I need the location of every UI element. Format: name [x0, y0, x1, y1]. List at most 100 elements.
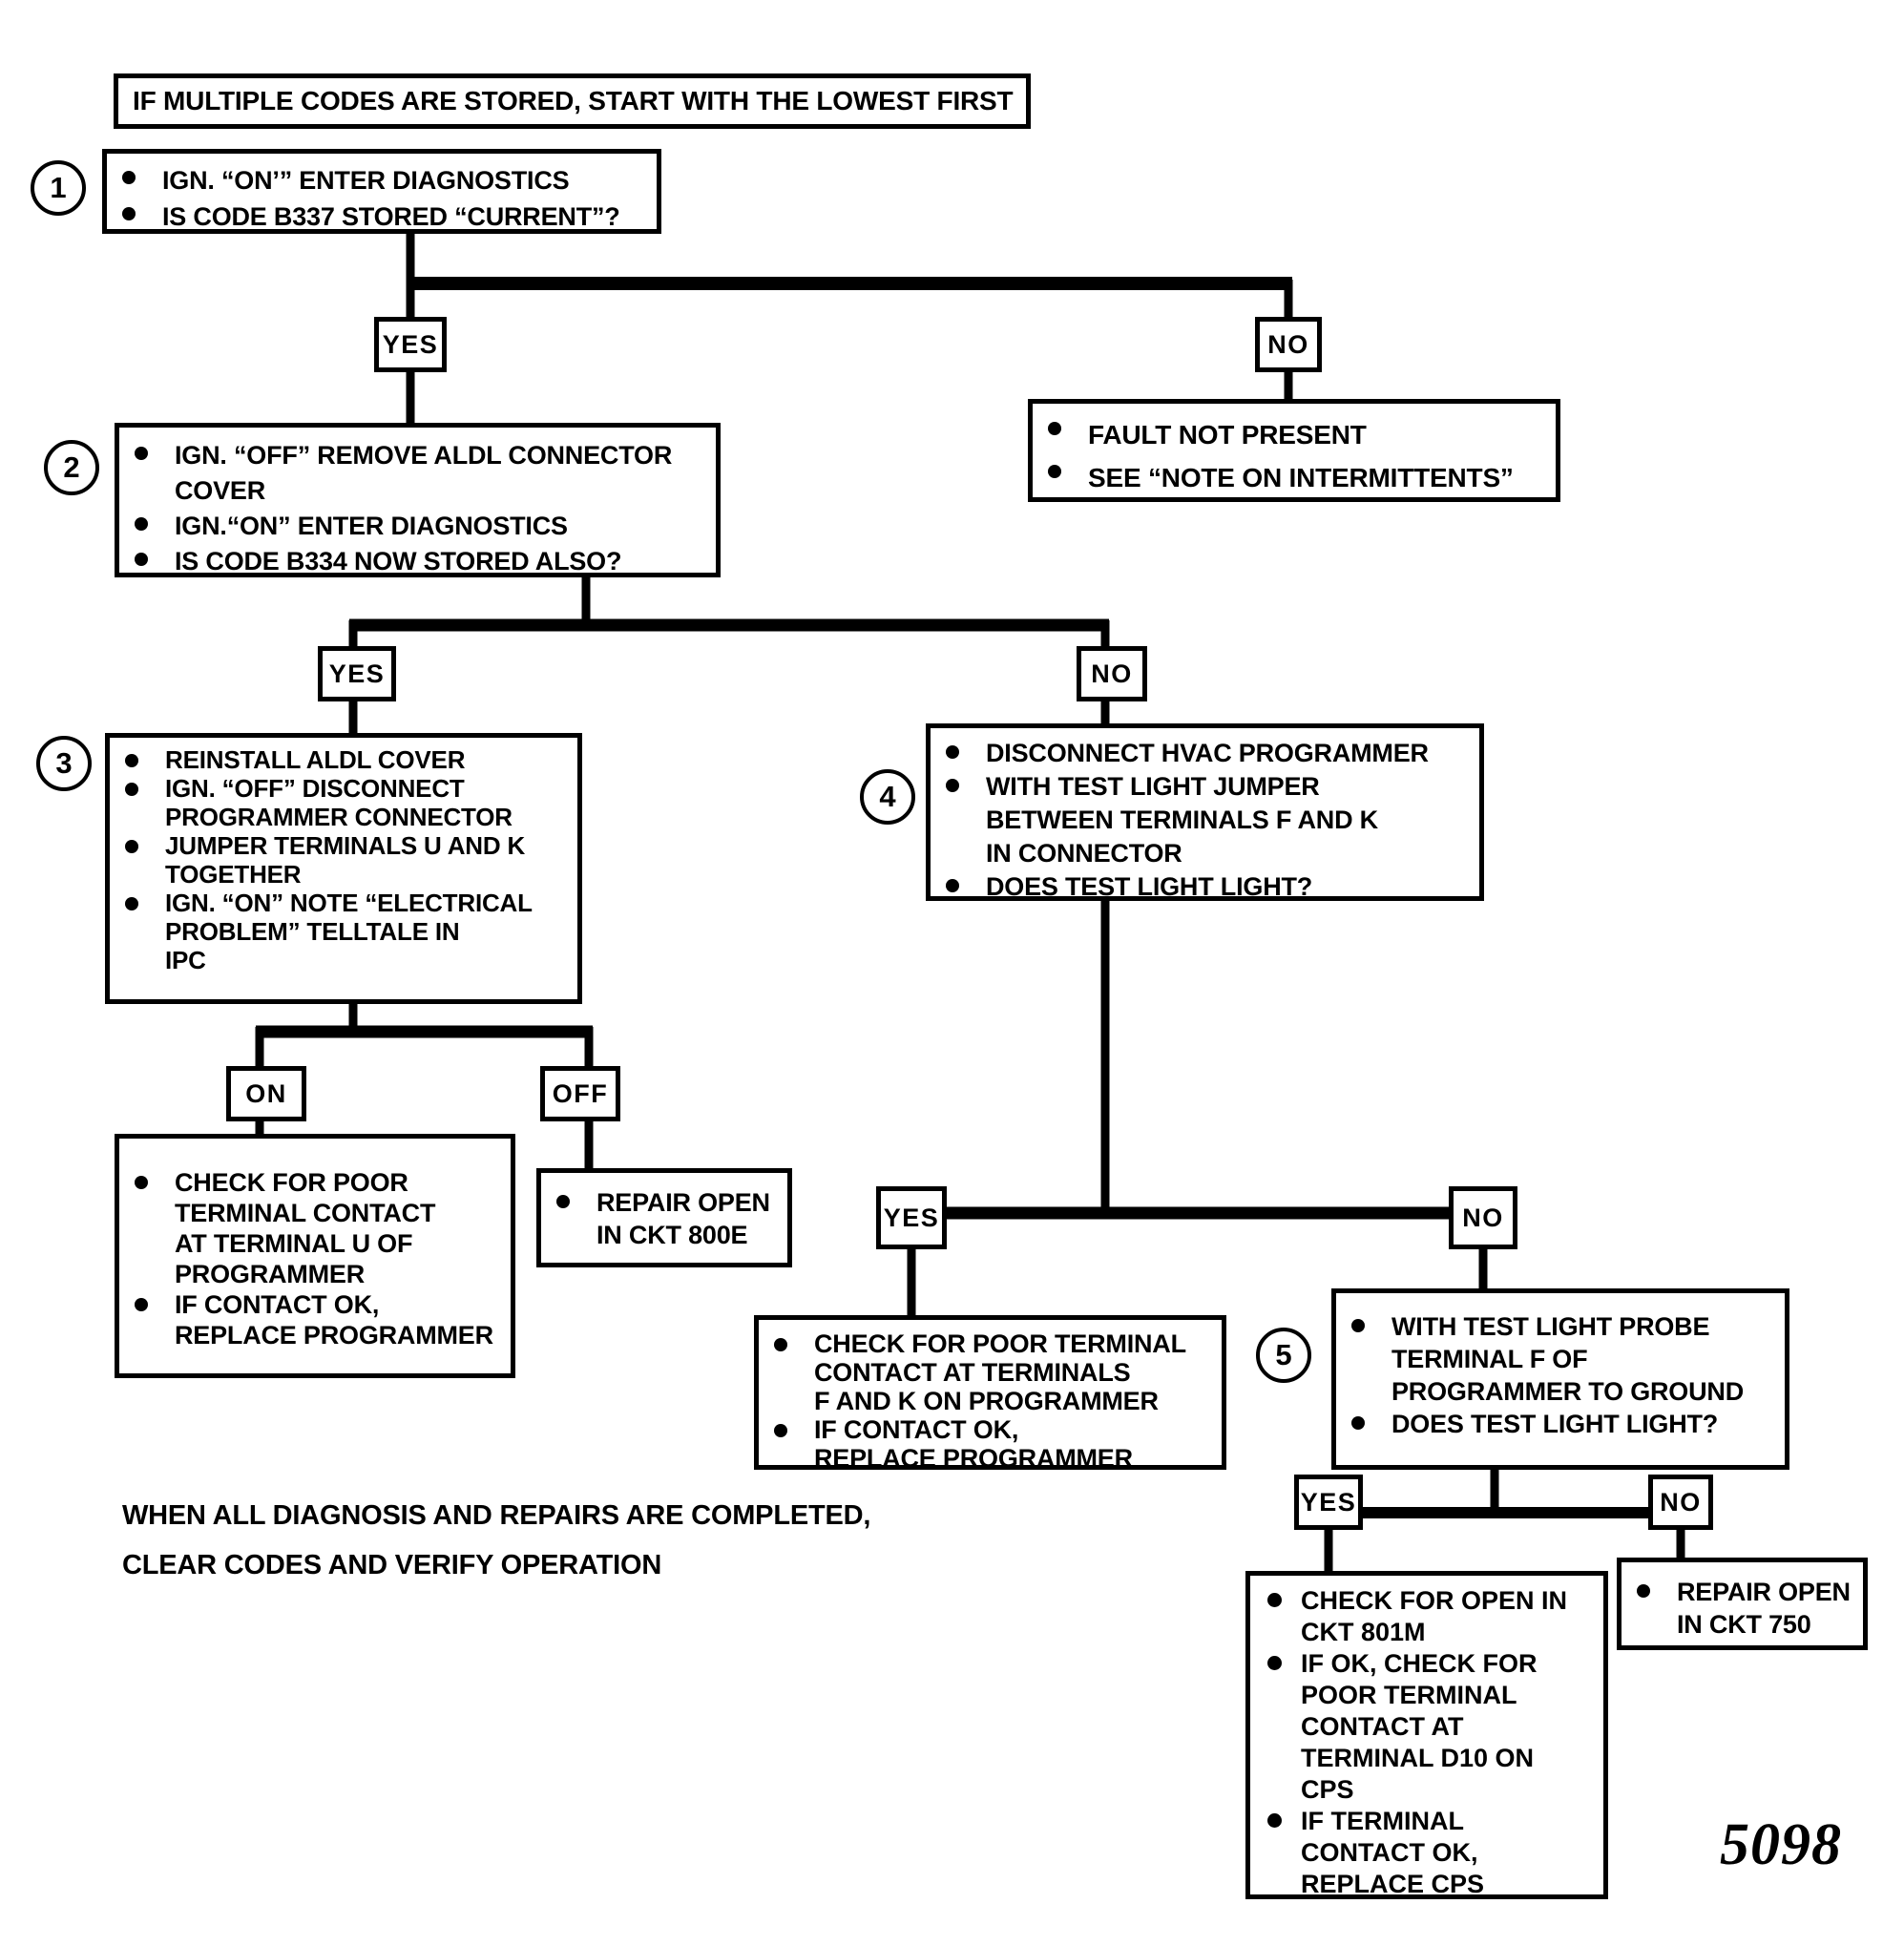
bullet-icon	[1637, 1584, 1650, 1598]
bullet-item: IGN.“ON” ENTER DIAGNOSTICS	[119, 509, 716, 544]
bullet-text: IGN. “OFF” REMOVE ALDL CONNECTOR COVER	[175, 441, 673, 505]
branch-label-no-4: NO	[1449, 1186, 1517, 1249]
bullet-text: IF TERMINAL CONTACT OK, REPLACE CPS	[1301, 1807, 1485, 1898]
bullet-text: SEE “NOTE ON INTERMITTENTS”	[1088, 463, 1514, 492]
bullet-item: IGN. “OFF” DISCONNECT PROGRAMMER CONNECT…	[110, 774, 577, 831]
bullet-text: CHECK FOR POOR TERMINAL CONTACT AT TERMI…	[814, 1329, 1186, 1415]
bullet-text: IF CONTACT OK, REPLACE PROGRAMMER	[175, 1290, 493, 1350]
bullet-text: DISCONNECT HVAC PROGRAMMER	[986, 739, 1429, 767]
branch-label-yes-1: YES	[374, 317, 447, 372]
bullet-item: DISCONNECT HVAC PROGRAMMER	[931, 737, 1479, 770]
bullet-text: IS CODE B337 STORED “CURRENT”?	[162, 202, 620, 231]
bullet-icon	[1351, 1416, 1365, 1430]
bullet-item: DOES TEST LIGHT LIGHT?	[931, 870, 1479, 904]
bullet-item: WITH TEST LIGHT JUMPER BETWEEN TERMINALS…	[931, 770, 1479, 870]
step-4-number-badge: 4	[860, 769, 915, 825]
bullet-item: CHECK FOR POOR TERMINAL CONTACT AT TERMI…	[759, 1329, 1222, 1415]
step-4-box: DISCONNECT HVAC PROGRAMMER WITH TEST LIG…	[926, 723, 1484, 901]
step-5-box: WITH TEST LIGHT PROBE TERMINAL F OF PROG…	[1331, 1288, 1789, 1470]
bullet-text: IF CONTACT OK, REPLACE PROGRAMMER	[814, 1415, 1133, 1473]
branch-label-no-1: NO	[1255, 317, 1322, 372]
bullet-item: IF CONTACT OK, REPLACE PROGRAMMER	[759, 1415, 1222, 1473]
bullet-item: CHECK FOR POOR TERMINAL CONTACT AT TERMI…	[119, 1167, 511, 1289]
figure-number: 5098	[1720, 1812, 1842, 1877]
step-1-number-badge: 1	[31, 160, 86, 216]
bullet-item: REINSTALL ALDL COVER	[110, 745, 577, 774]
step-5-number-badge: 5	[1256, 1328, 1311, 1383]
bullet-icon	[125, 840, 138, 853]
bullet-icon	[946, 779, 959, 792]
bullet-item: DOES TEST LIGHT LIGHT?	[1336, 1408, 1785, 1440]
bullet-item: IF TERMINAL CONTACT OK, REPLACE CPS	[1250, 1806, 1603, 1900]
bullet-icon	[1267, 1813, 1282, 1828]
branch-label-no-5: NO	[1648, 1475, 1713, 1530]
bullet-icon	[135, 553, 148, 566]
bullet-icon	[125, 783, 138, 796]
bullet-item: IGN. “OFF” REMOVE ALDL CONNECTOR COVER	[119, 438, 716, 509]
bullet-icon	[1048, 422, 1061, 435]
bullet-icon	[135, 1176, 148, 1189]
bullet-icon	[135, 1298, 148, 1311]
bullet-icon	[556, 1195, 570, 1208]
bullet-item: CHECK FOR OPEN IN CKT 801M	[1250, 1585, 1603, 1648]
bullet-icon	[946, 879, 959, 892]
bullet-icon	[125, 754, 138, 767]
bullet-icon	[122, 171, 136, 184]
branch-label-yes-5: YES	[1294, 1475, 1363, 1530]
bullet-text: IGN. “OFF” DISCONNECT PROGRAMMER CONNECT…	[165, 774, 513, 831]
completion-note: WHEN ALL DIAGNOSIS AND REPAIRS ARE COMPL…	[122, 1500, 871, 1580]
bullet-icon	[1048, 465, 1061, 478]
bullet-item: FAULT NOT PRESENT	[1033, 413, 1556, 456]
bullet-item: IS CODE B334 NOW STORED ALSO?	[119, 544, 716, 579]
bullet-icon	[946, 745, 959, 759]
bullet-item: WITH TEST LIGHT PROBE TERMINAL F OF PROG…	[1336, 1310, 1785, 1408]
bullet-icon	[774, 1338, 787, 1351]
bullet-text: WITH TEST LIGHT PROBE TERMINAL F OF PROG…	[1391, 1312, 1745, 1406]
bullet-item: JUMPER TERMINALS U AND K TOGETHER	[110, 831, 577, 889]
branch-label-off: OFF	[540, 1066, 620, 1121]
start-note-box: IF MULTIPLE CODES ARE STORED, START WITH…	[114, 73, 1031, 129]
bullet-icon	[135, 517, 148, 531]
bullet-item: REPAIR OPEN IN CKT 800E	[541, 1186, 787, 1251]
step-2-number-badge: 2	[44, 440, 99, 495]
bullet-text: REPAIR OPEN IN CKT 750	[1677, 1578, 1851, 1639]
bullet-item: SEE “NOTE ON INTERMITTENTS”	[1033, 456, 1556, 499]
bullet-text: JUMPER TERMINALS U AND K TOGETHER	[165, 831, 526, 889]
bullet-text: REPAIR OPEN IN CKT 800E	[596, 1188, 770, 1249]
bullet-icon	[135, 447, 148, 460]
bullet-text: IS CODE B334 NOW STORED ALSO?	[175, 547, 622, 575]
bullet-item: REPAIR OPEN IN CKT 750	[1622, 1576, 1863, 1641]
bullet-icon	[774, 1424, 787, 1437]
branch-label-no-2: NO	[1077, 646, 1147, 701]
branch-label-yes-4: YES	[876, 1186, 947, 1249]
bullet-icon	[122, 207, 136, 220]
bullet-text: IGN. “ON’” ENTER DIAGNOSTICS	[162, 166, 570, 195]
step-3-box: REINSTALL ALDL COVER IGN. “OFF” DISCONNE…	[105, 733, 582, 1004]
bullet-text: CHECK FOR POOR TERMINAL CONTACT AT TERMI…	[175, 1168, 436, 1288]
bullet-item: IF OK, CHECK FOR POOR TERMINAL CONTACT A…	[1250, 1648, 1603, 1806]
check-ckt-801m-cps-box: CHECK FOR OPEN IN CKT 801M IF OK, CHECK …	[1245, 1571, 1608, 1899]
bullet-text: IGN.“ON” ENTER DIAGNOSTICS	[175, 512, 568, 540]
bullet-item: IGN. “ON’” ENTER DIAGNOSTICS	[107, 162, 657, 199]
bullet-text: IF OK, CHECK FOR POOR TERMINAL CONTACT A…	[1301, 1649, 1538, 1804]
step-2-box: IGN. “OFF” REMOVE ALDL CONNECTOR COVER I…	[115, 423, 721, 577]
step-3-number-badge: 3	[36, 736, 92, 791]
bullet-text: FAULT NOT PRESENT	[1088, 420, 1367, 450]
branch-label-on: ON	[226, 1066, 306, 1121]
step-1-box: IGN. “ON’” ENTER DIAGNOSTICS IS CODE B33…	[102, 149, 661, 234]
bullet-icon	[125, 897, 138, 910]
bullet-text: WITH TEST LIGHT JUMPER BETWEEN TERMINALS…	[986, 772, 1378, 868]
bullet-item: IGN. “ON” NOTE “ELECTRICAL PROBLEM” TELL…	[110, 889, 577, 974]
start-note-text: IF MULTIPLE CODES ARE STORED, START WITH…	[133, 86, 1014, 115]
repair-ckt-800e-box: REPAIR OPEN IN CKT 800E	[536, 1168, 792, 1267]
bullet-icon	[1267, 1656, 1282, 1670]
branch-label-yes-2: YES	[318, 646, 396, 701]
bullet-text: REINSTALL ALDL COVER	[165, 745, 466, 774]
bullet-item: IF CONTACT OK, REPLACE PROGRAMMER	[119, 1289, 511, 1350]
check-terminals-fk-box: CHECK FOR POOR TERMINAL CONTACT AT TERMI…	[754, 1315, 1226, 1473]
bullet-icon	[1267, 1593, 1282, 1607]
bullet-text: DOES TEST LIGHT LIGHT?	[986, 872, 1313, 901]
bullet-text: IGN. “ON” NOTE “ELECTRICAL PROBLEM” TELL…	[165, 889, 533, 974]
